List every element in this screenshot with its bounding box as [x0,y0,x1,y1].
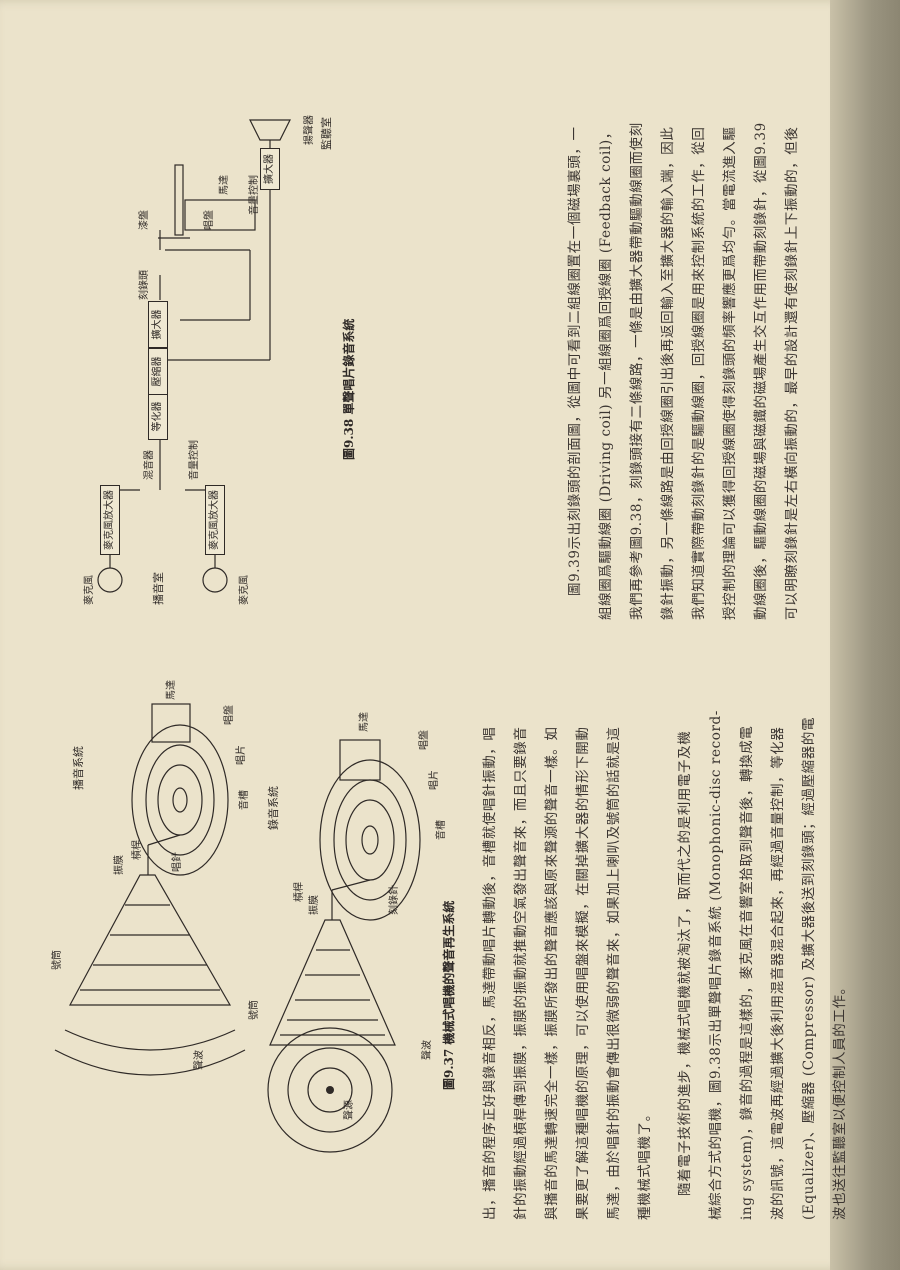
label-play-horn: 號筒 [52,950,63,970]
label-lacquer: 漆盤 [139,210,150,230]
label-motor: 馬達 [219,175,230,195]
monitor-amp-box: 擴大器 [260,148,280,190]
record-horn [269,919,396,1046]
label-wave: 聲波 [422,1040,433,1060]
mic-2 [202,567,228,593]
text-line: ing system)，錄音的過程是這樣的，麥克風在音響室拾取到聲音後，轉換成電 [739,725,755,1220]
label-play-diaphragm: 振膜 [114,855,125,875]
figure-9-38: 播音室 麥克風 麥克風 麥克風放大器 麥克風放大器 混音器 音量控制 等化器 壓… [40,90,510,610]
text-line: 我們知道實際帶動刻錄針的是驅動線圈，回授線圈是用來控制系統的工作，從回 [691,126,707,621]
label-studio: 播音室 [152,572,165,605]
label-play-motor: 馬達 [166,680,177,700]
text-line: 波的訊號，這電波再經過擴大後利用混音器混合起來，再經過音量控制，等化器 [770,726,786,1221]
label-source: 聲源 [344,1100,355,1120]
mic-1 [97,567,123,593]
label-mixer: 混音器 [144,450,155,480]
cutter-lathe-motor [184,199,256,231]
rotated-page-content: 出，播音的程序正好與錄音相反，馬達帶動唱片轉動後，音槽就使唱針振動，唱 針的振動… [20,60,850,1260]
paragraph-cutter-head: 圖9.39示出刻錄頭的剖面圖，從圖中可看到二組線圈置在一個磁場裏頭，一 組線圈爲… [560,60,808,620]
label-needle: 刻錄針 [389,885,400,915]
text-line: 種機械式唱機了。 [637,1107,653,1220]
speaker-icon [249,119,291,141]
text-line: 組線圈爲驅動線圈 (Driving coil) 另一組線圈爲回授線圈 (Feed… [598,125,614,620]
page-edge [830,0,900,1270]
paragraph-continuation: 出，播音的程序正好與錄音相反，馬達帶動唱片轉動後，音槽就使唱針振動，唱 針的振動… [475,660,661,1221]
text-line: 我們再參考圖9.38，刻錄頭接有二條線路，一條是由擴大器帶動驅動線圈而使刻 [629,122,645,620]
label-mic-1: 麥克風 [84,575,95,605]
text-line: 圖9.39示出刻錄頭的剖面圖，從圖中可看到二組線圈置在一個磁場裏頭，一 [567,126,583,596]
label-groove: 音槽 [436,820,447,840]
mic-amp-2: 麥克風放大器 [205,485,225,555]
label-cutter-head: 刻錄頭 [139,270,150,300]
label-play-turntable: 唱盤 [224,705,235,725]
record-turntable [319,759,421,921]
paragraph-electronic: 隨着電子技術的進步，機械式唱機就被淘汰了，取而代之的是利用電子及機 械綜合方式的… [670,660,856,1220]
text-line: 授控制的理論可以獲得回授線圈使得刻錄頭的頻率響應更爲均勻。當電流進入驅 [722,126,738,621]
text-line: 隨着電子技術的進步，機械式唱機就被淘汰了，取而代之的是利用電子及機 [677,730,693,1196]
figure-9-37-drawing [54,703,421,1153]
label-record: 唱片 [429,770,440,790]
play-turntable [131,724,229,876]
text-line: 與播音的馬達轉速完全一樣，振膜所發出的聲音應該與原來聲源的聲音一樣。如 [544,726,560,1221]
figure-9-38-caption: 圖9.38 單聲唱片錄音系統 [342,318,356,460]
label-play-record: 唱片 [236,745,247,765]
compressor-box: 壓縮器 [148,348,168,395]
label-play-groove: 音槽 [239,790,250,810]
label-turntable: 唱盤 [204,210,215,230]
label-record-system: 錄音系統 [267,786,280,830]
text-line: 可以明瞭刻錄針是左右橫向振動的，最早的設計還有使刻錄針上下振動的，但後 [784,126,800,621]
mic-amp-1: 麥克風放大器 [100,485,120,555]
label-lever: 槓桿 [294,882,305,902]
record-motor [339,739,381,781]
book-page [0,0,845,1270]
text-line: (Equalizer)、壓縮器 (Compressor) 及擴大器後送到刻錄頭；… [801,716,817,1220]
text-line: 針的振動經過槓桿傳到振膜，振膜的振動就推動空氣發出聲音來，而且只要錄音 [513,726,529,1221]
label-volume-2: 音量控制 [249,175,260,215]
label-motor: 馬達 [359,712,370,732]
text-line: 錄針振動，另一條線路是由回授線圈引出後再返回輸入至擴大器的輸入端，因此 [660,126,676,621]
label-play-wave: 聲波 [194,1050,205,1070]
text-line: 械綜合方式的唱機，圖9.38示出單聲唱片錄音系統 (Monophonic-dis… [708,710,724,1220]
label-speaker: 揚聲器 [304,115,315,145]
label-monitor-room: 監聽室 [320,117,333,150]
text-line: 果要更了解這種唱機的原理，可以使用唱盤來模擬，在關掉擴大器的情形下開動 [575,726,591,1221]
play-motor [151,703,191,743]
label-play-system: 播音系統 [72,746,85,790]
figure-9-37: 聲源 聲波 號筒 振膜 槓桿 刻錄針 音槽 唱片 唱盤 馬達 錄音系統 聲波 號… [40,660,460,1220]
label-play-needle: 唱針 [172,852,183,872]
label-horn: 號筒 [249,1000,260,1020]
text-line: 馬達，由於唱針的振動會傳出很微弱的聲音來，如果加上喇叭及號筒的話就是這 [606,726,622,1221]
text-line: 波也送往監聽室以便控制人員的工作。 [832,980,848,1220]
label-diaphragm: 振膜 [309,895,320,915]
equalizer-box: 等化器 [148,393,168,440]
label-mic-2: 麥克風 [239,575,250,605]
text-line: 出，播音的程序正好與錄音相反，馬達帶動唱片轉動後，音槽就使唱針振動，唱 [482,726,498,1221]
text-line: 動線圈後，驅動線圈的磁場與磁鐵的磁場產生交互作用而帶動刻錄針，從圖9.39 [753,122,769,620]
amplifier-box: 擴大器 [148,301,168,348]
label-turntable: 唱盤 [419,730,430,750]
play-horn [68,874,232,1006]
sound-source-waves [267,1027,393,1153]
figure-9-37-caption: 圖9.37 機械式唱機的聲音再生系統 [442,900,456,1090]
label-play-lever: 槓桿 [132,840,143,860]
label-volume-1: 音量控制 [189,440,200,480]
